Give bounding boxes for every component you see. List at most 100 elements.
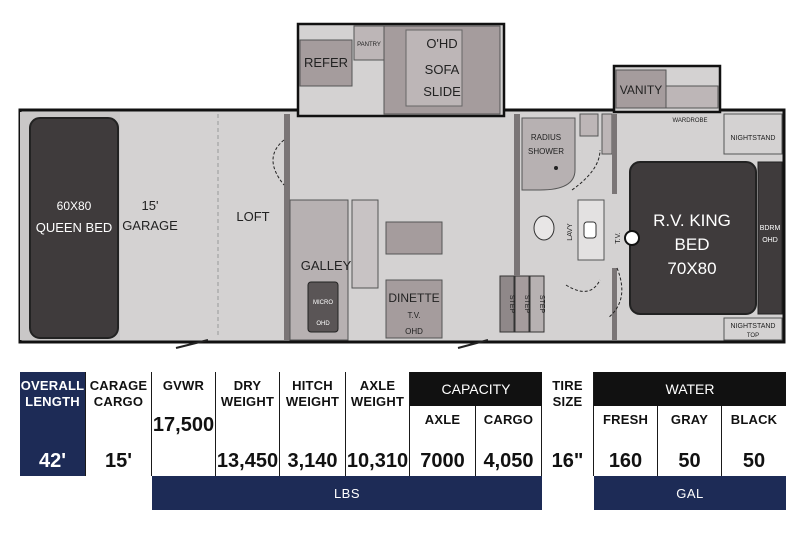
toilet-icon xyxy=(533,215,555,241)
tire-size-label-1: TIRE xyxy=(552,378,583,393)
wardrobe-label: WARDROBE xyxy=(672,118,707,124)
axle-weight-value: 10,310 xyxy=(346,450,409,472)
step-3 xyxy=(529,275,545,333)
dinette-seat-bottom xyxy=(385,279,443,339)
tire-size-value: 16" xyxy=(551,450,584,472)
dry-weight-value: 13,450 xyxy=(216,450,279,472)
sink-icon xyxy=(583,221,597,239)
dinette-label: DINETTE xyxy=(388,291,439,305)
hitch-weight-value: 3,140 xyxy=(287,450,338,472)
step-1-label: STEP xyxy=(508,295,515,314)
dinette-tv-label: T.V. xyxy=(407,311,420,320)
bedroom-ohd xyxy=(757,161,783,315)
capacity-label: CAPACITY xyxy=(441,381,511,397)
overall-length-label-1: OVERALL xyxy=(20,378,85,393)
tire-size-label-2: SIZE xyxy=(552,394,583,409)
king-bed-size: 70X80 xyxy=(667,259,716,278)
water-fresh-label: FRESH xyxy=(602,412,649,427)
lavy-label: LAVY xyxy=(567,223,574,241)
shower-label: SHOWER xyxy=(528,147,564,156)
capacity-header: CAPACITY xyxy=(410,372,542,406)
overall-length-label-2: LENGTH xyxy=(25,394,80,409)
galley-cabinet xyxy=(351,199,379,289)
water-black-cell: BLACK 50 xyxy=(722,406,786,476)
water-gray-label: GRAY xyxy=(670,412,709,427)
gvwr-label: GVWR xyxy=(162,378,205,393)
dry-weight-label-1: DRY xyxy=(233,378,262,393)
radius-shower xyxy=(521,117,576,191)
lbs-unit-band: LBS xyxy=(152,476,542,510)
water-fresh-cell: FRESH 160 xyxy=(594,406,658,476)
vanity-label: VANITY xyxy=(620,83,662,97)
loft-label: LOFT xyxy=(236,209,269,224)
gvwr-value: 17,500 xyxy=(152,414,215,436)
water-label: WATER xyxy=(665,381,715,397)
bedroom-wall-lower xyxy=(612,268,617,340)
sofa-label: SOFA xyxy=(425,62,460,77)
overall-length-value: 42' xyxy=(38,450,66,472)
pantry-label: PANTRY xyxy=(357,42,381,48)
lavy xyxy=(577,199,605,261)
micro-label: MICRO xyxy=(313,300,333,306)
bedroom-door-swing xyxy=(607,267,623,319)
floorplan: 60X80 QUEEN BED 15' GARAGE LOFT REFER PA… xyxy=(18,22,786,349)
bath-cabinet-2 xyxy=(601,113,613,155)
microwave xyxy=(307,281,339,333)
step-2-label: STEP xyxy=(523,295,530,314)
queen-bed-label: QUEEN BED xyxy=(36,220,113,235)
water-gray-value: 50 xyxy=(678,450,701,472)
water-black-value: 50 xyxy=(742,450,766,472)
dinette-seat-top xyxy=(385,221,443,255)
garage-label: GARAGE xyxy=(122,218,178,233)
capacity-cargo-label: CARGO xyxy=(483,412,534,427)
nightstand-bottom-label: NIGHTSTAND xyxy=(731,323,776,330)
water-gray-cell: GRAY 50 xyxy=(658,406,722,476)
king-bed-label-1: R.V. KING xyxy=(653,211,731,230)
garage-cargo-value: 15' xyxy=(104,450,132,472)
gal-unit-label: GAL xyxy=(676,485,704,501)
capacity-axle-cell: AXLE 7000 xyxy=(410,406,476,476)
step-2 xyxy=(514,275,530,333)
bedroom-ohd-label-1: BDRM xyxy=(760,225,781,232)
queen-bed xyxy=(29,117,119,339)
axle-weight-label-1: AXLE xyxy=(359,378,396,393)
capacity-axle-value: 7000 xyxy=(420,450,465,472)
vanity xyxy=(615,69,667,109)
sofa-ohd-label: O'HD xyxy=(426,36,457,51)
nightstand-top-label: NIGHTSTAND xyxy=(731,135,776,142)
bath-door-swing xyxy=(571,149,601,191)
step-1 xyxy=(499,275,515,333)
axle-weight-label-2: WEIGHT xyxy=(350,394,405,409)
entry-door-front xyxy=(175,339,209,349)
slide-label: SLIDE xyxy=(423,84,461,99)
galley-ohd-label: OHD xyxy=(316,321,330,327)
queen-bed-size: 60X80 xyxy=(57,199,92,213)
refer xyxy=(299,39,353,87)
nightstand-bottom xyxy=(723,317,783,341)
water-black-label: BLACK xyxy=(730,412,778,427)
shower-drain-icon xyxy=(554,166,558,170)
entry-door-main xyxy=(457,339,489,349)
step-3-label: STEP xyxy=(538,295,545,314)
garage-cargo-label-1: CARAGE xyxy=(89,378,148,393)
wardrobe xyxy=(665,85,719,109)
lbs-unit-label: LBS xyxy=(333,485,361,501)
hitch-weight-label-1: HITCH xyxy=(292,378,333,393)
nightstand-bottom-top-label: TOP xyxy=(747,333,759,339)
galley-label: GALLEY xyxy=(301,258,352,273)
gvwr-cell: GVWR 17,500 xyxy=(152,372,216,476)
garage-cargo-label-2: CARGO xyxy=(93,394,144,409)
water-header: WATER xyxy=(594,372,786,406)
bath-cabinet xyxy=(579,113,599,137)
dinette-ohd-label: OHD xyxy=(405,327,423,336)
garage-wall xyxy=(284,114,290,340)
nightstand-top xyxy=(723,113,783,155)
bedroom-ohd-label-2: OHD xyxy=(762,237,778,244)
bath-door-swing-2 xyxy=(565,279,601,292)
